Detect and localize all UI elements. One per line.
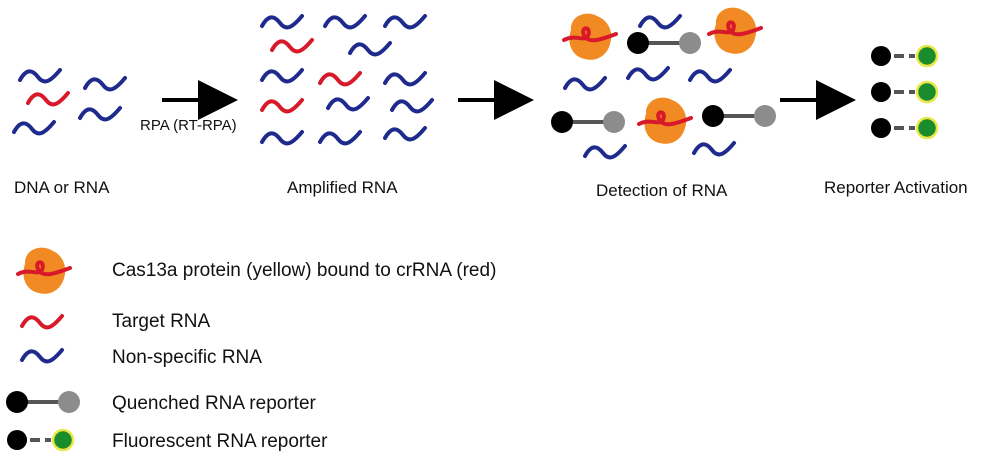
stage-label-input: DNA or RNA (14, 178, 110, 197)
detection-nonspecific-rna (626, 66, 670, 82)
nonspecific-rna-icon (20, 348, 64, 364)
cas13a-crrna-icon (16, 247, 72, 294)
crrna-strand (637, 110, 693, 127)
cas13a-complexes (562, 7, 763, 144)
cas13a-protein-body (23, 247, 66, 294)
quencher-ball (7, 430, 27, 450)
active-fluorophore-ball (915, 80, 939, 104)
activated-fluorescent-reporter (871, 44, 939, 68)
quencher-ball (871, 82, 891, 102)
detection-cas13a-complex (562, 13, 618, 60)
amplified-nonspecific-rna (348, 41, 392, 57)
fluorophore-ball (603, 111, 625, 133)
legend-label-nonspecific-rna: Non-specific RNA (112, 347, 262, 368)
fluorophore-ball (754, 105, 776, 127)
legend-label-target-rna: Target RNA (112, 311, 211, 332)
input-nonspecific-rna (83, 76, 127, 92)
crrna-strand (16, 260, 72, 277)
stage-label-amplified: Amplified RNA (287, 178, 398, 197)
amplified-nonspecific-rna (260, 68, 304, 84)
legend (6, 247, 80, 452)
amplified-nonspecific-rna (383, 71, 427, 87)
legend-label-fluorescent-reporter: Fluorescent RNA reporter (112, 431, 328, 452)
fluorescent-reporter-icon (7, 428, 75, 452)
quencher-ball (871, 118, 891, 138)
quencher-ball (627, 32, 649, 54)
activated-fluorescent-reporter (871, 116, 939, 140)
detection-nonspecific-rna (688, 68, 732, 84)
cas13a-protein-body (714, 7, 757, 54)
active-fluorophore-ball (915, 44, 939, 68)
input-nonspecific-rna (78, 106, 122, 122)
amplified-nonspecific-rna (323, 14, 367, 30)
activated-fluorescent-reporter (871, 80, 939, 104)
cas13a-protein-body (569, 13, 612, 60)
input-target-rna (26, 91, 70, 107)
detection-nonspecific-rna (638, 14, 682, 30)
crrna-strand (562, 26, 618, 43)
stage-label-detection: Detection of RNA (596, 181, 728, 200)
legend-label-quenched-reporter: Quenched RNA reporter (112, 393, 316, 414)
quencher-ball (702, 105, 724, 127)
detection-quenched-reporter (627, 32, 701, 54)
amplified-nonspecific-rna (260, 14, 304, 30)
quencher-ball (871, 46, 891, 66)
arrow-label-rpa: RPA (RT-RPA) (140, 117, 237, 134)
amplified-target-rna (270, 38, 314, 54)
input-nonspecific-rna (12, 120, 56, 136)
amplified-nonspecific-rna (260, 130, 304, 146)
crrna-strand (707, 20, 763, 37)
amplified-nonspecific-rna (318, 130, 362, 146)
active-fluorophore-ball (51, 428, 75, 452)
amplified-nonspecific-rna (326, 96, 370, 112)
detection-quenched-reporter (702, 105, 776, 127)
quencher-ball (6, 391, 28, 413)
amplified-target-rna (318, 71, 362, 87)
detection-quenched-reporter (551, 111, 625, 133)
detection-nonspecific-rna (583, 144, 627, 160)
rna-strands (12, 14, 736, 160)
detection-nonspecific-rna (563, 76, 607, 92)
amplified-nonspecific-rna (383, 14, 427, 30)
fluorophore-ball (679, 32, 701, 54)
legend-label-cas13a: Cas13a protein (yellow) bound to crRNA (… (112, 260, 497, 281)
quenched-reporter-icon (6, 391, 80, 413)
fluorophore-ball (58, 391, 80, 413)
amplified-nonspecific-rna (383, 126, 427, 142)
detection-nonspecific-rna (692, 141, 736, 157)
amplified-nonspecific-rna (390, 98, 434, 114)
input-nonspecific-rna (18, 68, 62, 84)
stage-label-reporter: Reporter Activation (824, 178, 968, 197)
amplified-target-rna (260, 98, 304, 114)
rna-reporters (551, 32, 939, 140)
active-fluorophore-ball (915, 116, 939, 140)
target-rna-icon (20, 314, 64, 330)
detection-cas13a-complex (707, 7, 763, 54)
detection-cas13a-complex (637, 97, 693, 144)
quencher-ball (551, 111, 573, 133)
cas13a-protein-body (644, 97, 687, 144)
